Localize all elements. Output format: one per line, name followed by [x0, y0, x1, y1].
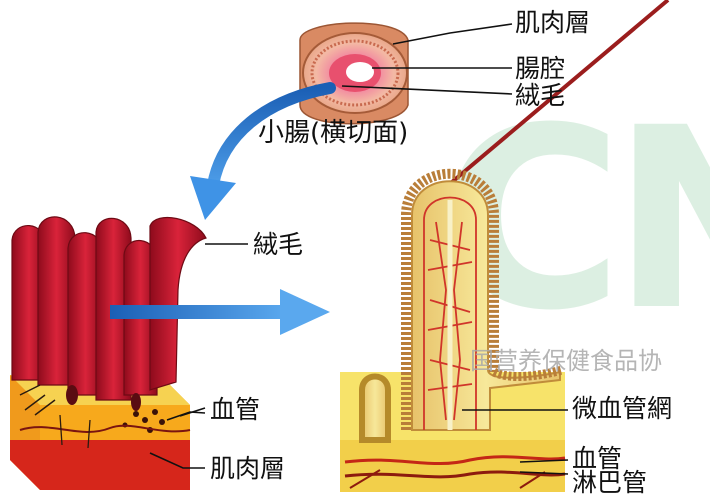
- label-blood-vessel-left: 血管: [210, 397, 260, 422]
- label-lumen: 腸腔: [515, 56, 565, 81]
- enlarged-villus: [340, 174, 565, 492]
- watermark-text: 国营养保健食品协: [470, 341, 662, 376]
- label-muscle-layer-top: 肌肉層: [515, 10, 590, 35]
- label-capillary-network: 微血管網: [572, 396, 672, 421]
- label-villi-left: 絨毛: [253, 232, 303, 257]
- intestine-cross-section: [300, 23, 408, 124]
- label-villi-top: 絨毛: [515, 83, 565, 108]
- villi-tissue-block: [10, 217, 206, 490]
- caption-small-intestine-cross-section: 小腸(横切面): [258, 120, 408, 146]
- label-lymph-vessel: 淋巴管: [572, 470, 647, 495]
- label-muscle-layer-left: 肌肉層: [210, 456, 285, 481]
